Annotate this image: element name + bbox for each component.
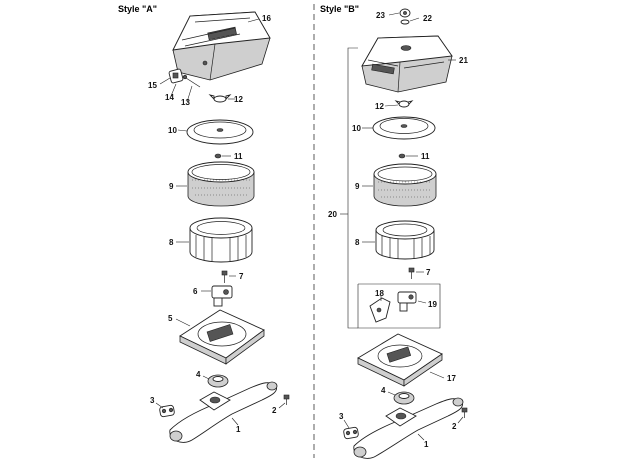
part-8-element-b — [375, 220, 435, 260]
callout-b-21: 21 — [459, 56, 468, 65]
part-9-precleaner-b — [373, 163, 437, 207]
callout-a-6: 6 — [193, 287, 198, 296]
callout-b-2: 2 — [452, 422, 457, 431]
part-7-screw-b — [408, 267, 415, 279]
part-1-elbow-b — [353, 397, 464, 459]
part-10-plate-b — [372, 116, 436, 140]
callout-a-1: 1 — [236, 425, 241, 434]
part-23-nut — [399, 8, 411, 18]
callout-a-14: 14 — [165, 93, 174, 102]
part-12-wing-nut-b — [394, 100, 414, 108]
part-14-clip — [168, 68, 184, 84]
style-a-title: Style "A" — [118, 4, 157, 14]
part-4-gasket-b — [393, 391, 415, 405]
part-12-wing-nut — [208, 94, 232, 103]
part-2-screw-b — [461, 407, 468, 418]
part-13-screw — [182, 74, 201, 88]
callout-b-18: 18 — [375, 289, 384, 298]
part-11-grommet-b — [398, 153, 406, 159]
callout-b-7: 7 — [426, 268, 431, 277]
part-22-washer — [400, 19, 410, 25]
callout-a-11: 11 — [234, 152, 243, 161]
callout-a-7: 7 — [239, 272, 244, 281]
part-17-base — [357, 333, 443, 387]
callout-b-1: 1 — [424, 440, 429, 449]
callout-b-12: 12 — [375, 102, 384, 111]
callout-a-13: 13 — [181, 98, 190, 107]
part-10-plate — [186, 119, 254, 145]
part-11-grommet — [214, 153, 222, 159]
style-b-title: Style "B" — [320, 4, 359, 14]
group-20-bracket-line — [340, 47, 441, 329]
callout-a-9: 9 — [169, 182, 174, 191]
callout-a-12: 12 — [234, 95, 243, 104]
callout-a-2: 2 — [272, 406, 277, 415]
part-8-element — [189, 217, 253, 263]
part-6-bracket — [211, 285, 233, 307]
part-1-elbow — [169, 381, 278, 443]
callout-b-23: 23 — [376, 11, 385, 20]
callout-a-4: 4 — [196, 370, 201, 379]
callout-b-4: 4 — [381, 386, 386, 395]
callout-b-19: 19 — [428, 300, 437, 309]
part-9-precleaner — [187, 161, 255, 207]
callout-b-10: 10 — [352, 124, 361, 133]
callout-b-11: 11 — [421, 152, 430, 161]
callout-b-20: 20 — [328, 210, 337, 219]
part-5-base — [179, 309, 265, 365]
callout-b-17: 17 — [447, 374, 456, 383]
callout-b-22: 22 — [423, 14, 432, 23]
part-18-bracket — [369, 297, 391, 323]
part-3-gasket-b — [343, 426, 359, 440]
part-2-screw — [283, 394, 290, 405]
part-19-breather — [397, 291, 417, 312]
callout-a-5: 5 — [168, 314, 173, 323]
part-3-gasket — [159, 404, 175, 418]
callout-a-10: 10 — [168, 126, 177, 135]
part-4-gasket — [207, 374, 229, 388]
callout-a-16: 16 — [262, 14, 271, 23]
part-7-screw — [221, 270, 228, 283]
callout-a-15: 15 — [148, 81, 157, 90]
callout-a-8: 8 — [169, 238, 174, 247]
callout-a-3: 3 — [150, 396, 155, 405]
part-16-cover — [172, 11, 271, 81]
callout-b-9: 9 — [355, 182, 360, 191]
callout-b-3: 3 — [339, 412, 344, 421]
part-21-cover — [361, 35, 453, 93]
callout-b-8: 8 — [355, 238, 360, 247]
